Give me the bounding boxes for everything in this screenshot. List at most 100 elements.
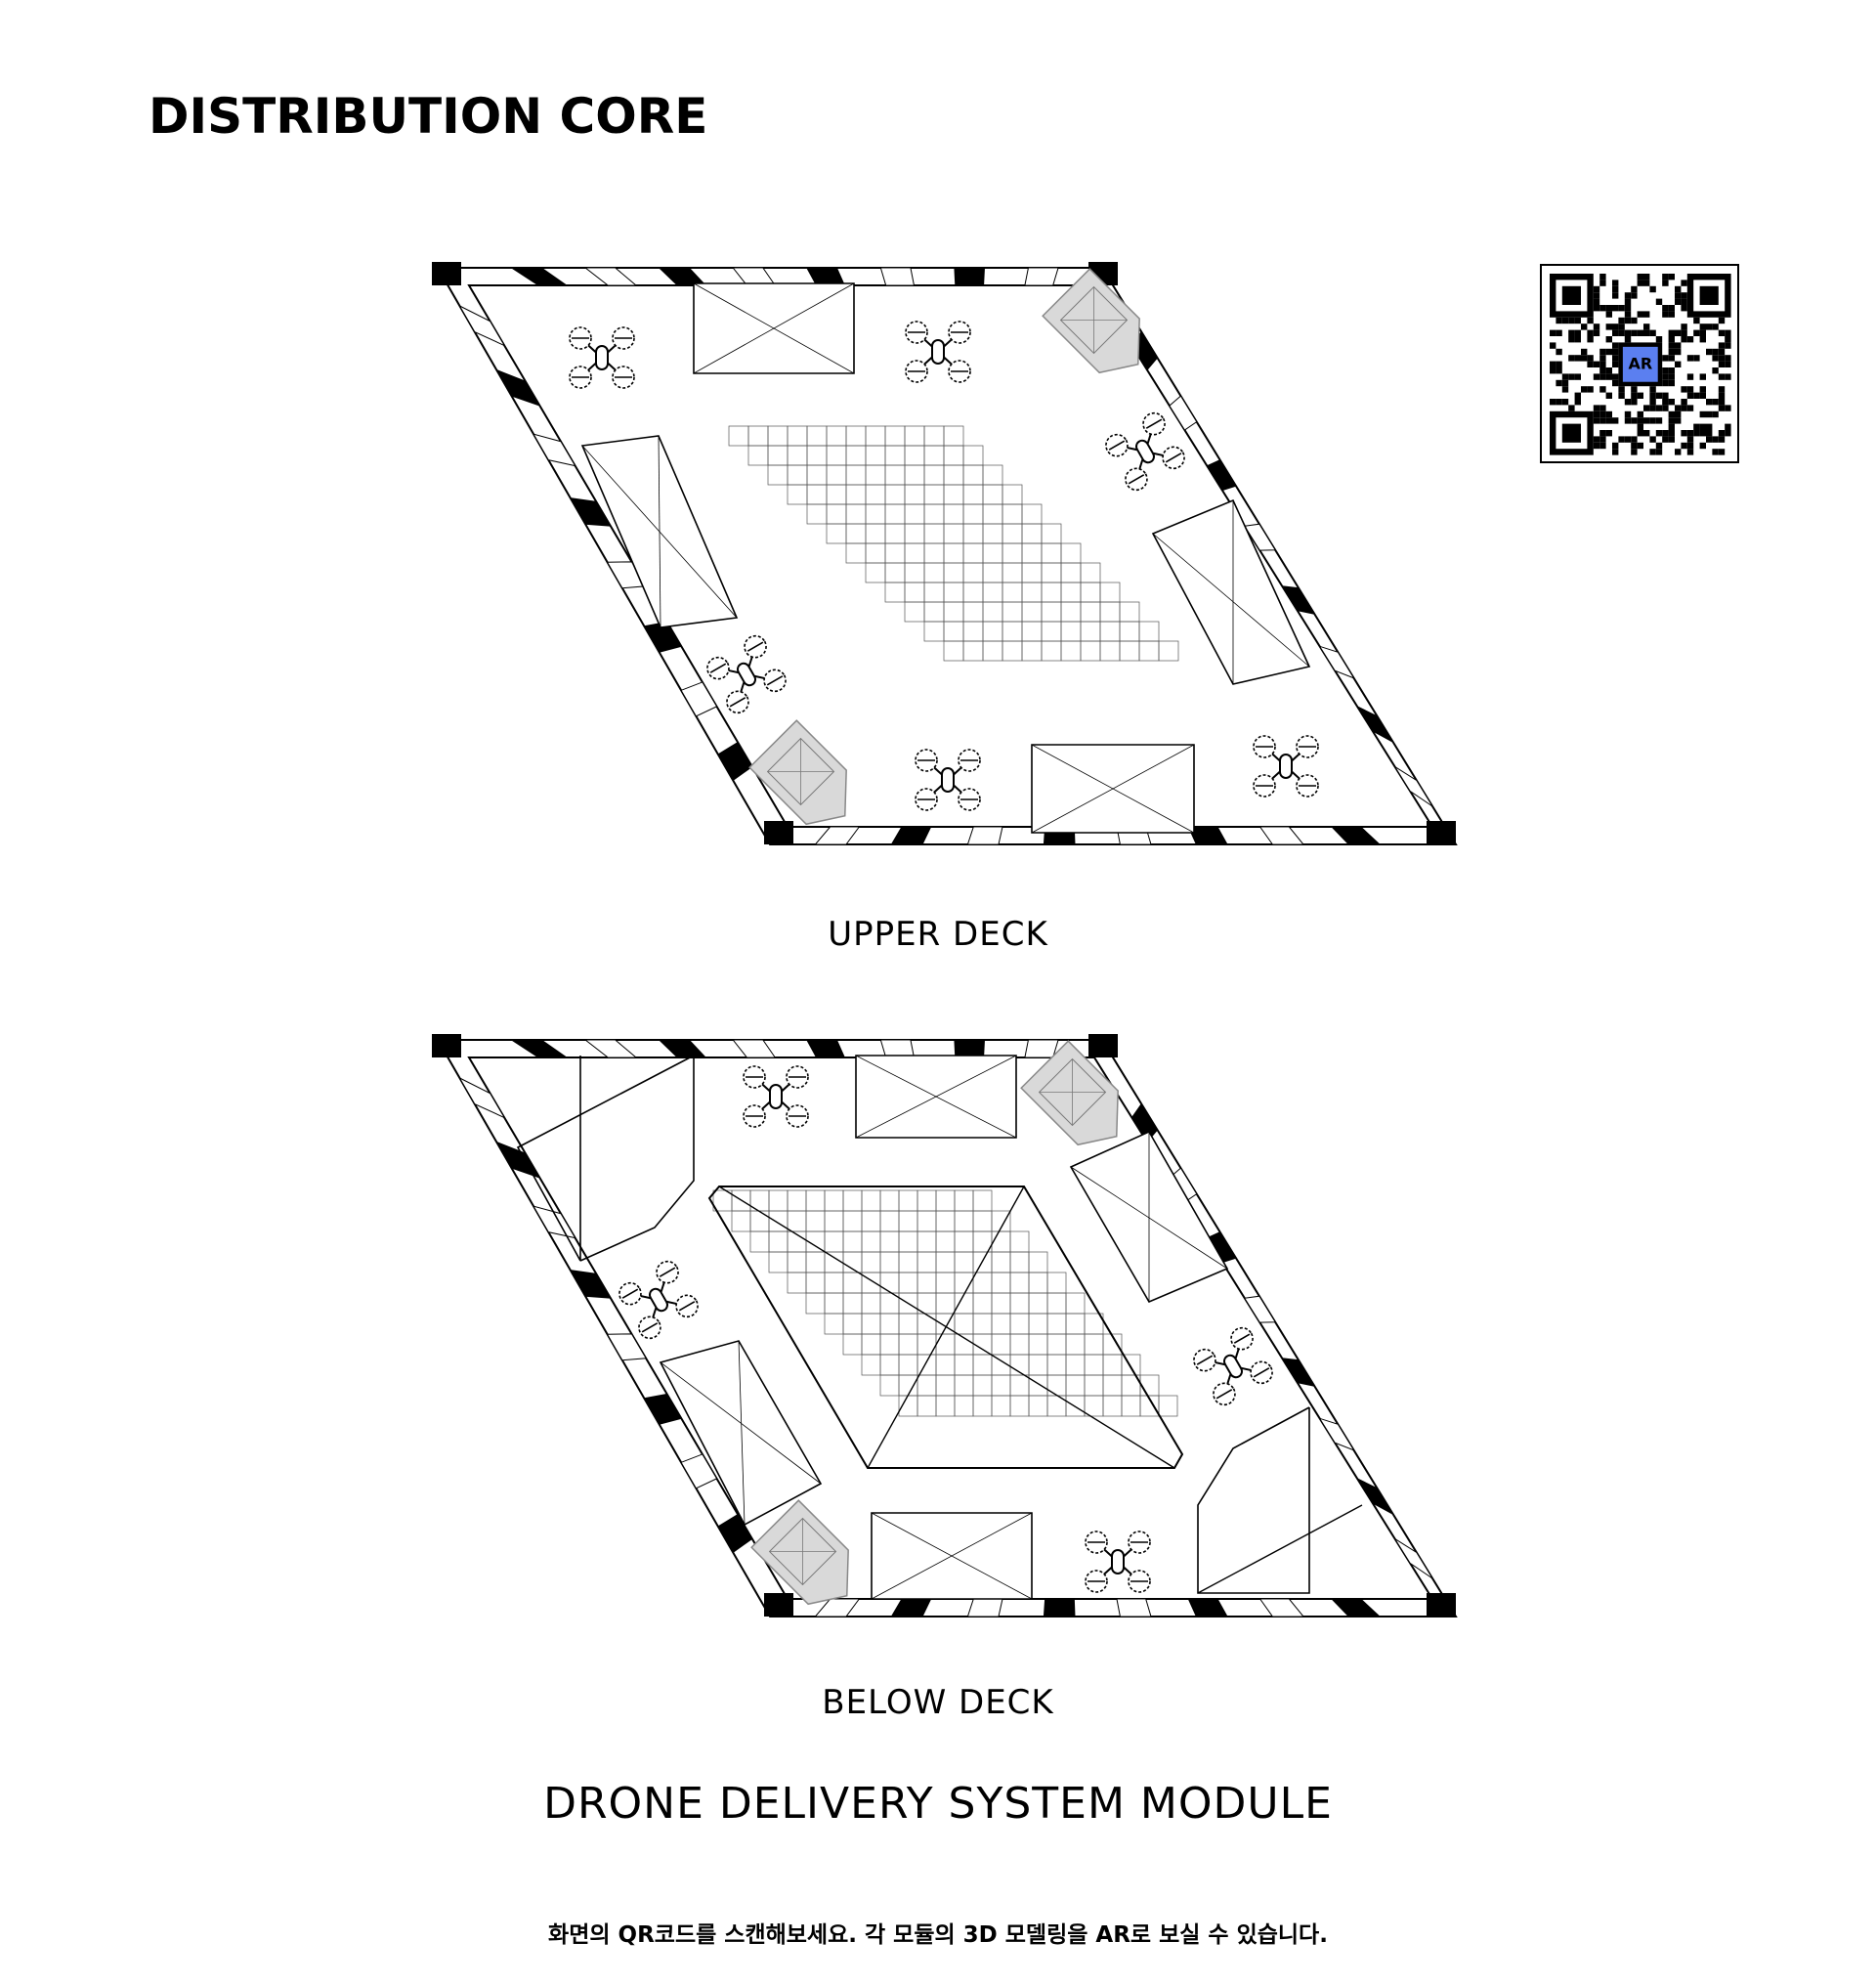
qr-module (1681, 298, 1687, 305)
storage-cell (1002, 523, 1023, 544)
storage-cell (842, 1230, 863, 1253)
qr-module (1649, 399, 1656, 406)
storage-cell (1102, 1374, 1123, 1397)
qr-module (1612, 329, 1619, 336)
drone-blade (729, 697, 746, 708)
storage-cell (884, 503, 906, 525)
qr-module (1649, 392, 1656, 399)
storage-cell (982, 464, 1003, 486)
qr-module (1681, 442, 1687, 450)
storage-cell (845, 445, 867, 466)
qr-module (1686, 373, 1694, 380)
storage-cell (806, 445, 828, 466)
drone-blade (1233, 1333, 1251, 1344)
storage-cell (1046, 1272, 1067, 1294)
page-title: DISTRIBUTION CORE (149, 88, 708, 145)
qr-module (1675, 410, 1682, 418)
drone-blade (1128, 474, 1145, 485)
storage-cell (806, 503, 828, 525)
storage-cell (787, 464, 808, 486)
qr-module (1605, 410, 1612, 418)
storage-cell (879, 1189, 900, 1212)
storage-cell (1028, 1313, 1048, 1335)
storage-cell (1021, 523, 1043, 544)
qr-module (1605, 392, 1612, 399)
qr-module (1668, 274, 1675, 280)
storage-cell (805, 1272, 826, 1294)
qr-module (1574, 399, 1581, 406)
storage-cell (962, 464, 984, 486)
qr-module (1649, 436, 1656, 443)
qr-module (1699, 423, 1706, 430)
storage-cell (1065, 1354, 1086, 1376)
storage-cell (904, 523, 925, 544)
storage-cell (1041, 523, 1062, 544)
qr-module (1605, 311, 1612, 318)
qr-module (1637, 311, 1643, 318)
storage-cell (1028, 1333, 1048, 1356)
corner-column (432, 262, 461, 285)
qr-module (1587, 386, 1594, 393)
qr-module (1593, 410, 1600, 418)
qr-module (1643, 311, 1650, 318)
storage-cell (1009, 1313, 1030, 1335)
wall-column (509, 1039, 569, 1058)
storage-cell (904, 484, 925, 505)
qr-module (1725, 355, 1731, 362)
qr-module (1681, 405, 1687, 411)
storage-cell (879, 1374, 900, 1397)
qr-module (1612, 373, 1619, 380)
qr-module (1637, 423, 1643, 430)
drone-blade (1253, 1367, 1270, 1378)
storage-grid-upper (728, 425, 1179, 662)
storage-cell (1060, 542, 1082, 564)
storage-cell (1158, 640, 1179, 662)
wall-column (1355, 705, 1395, 744)
storage-cell (861, 1210, 881, 1232)
ar-qr-code[interactable]: AR (1540, 264, 1739, 463)
qr-module (1561, 317, 1569, 324)
wall-column (1206, 459, 1237, 492)
wall-column (643, 1393, 683, 1425)
window-panel (1318, 1417, 1355, 1451)
qr-module (1574, 373, 1581, 380)
storage-cell (884, 542, 906, 564)
qr-module (1587, 355, 1594, 362)
storage-cell (1065, 1313, 1086, 1335)
wall-column (495, 368, 541, 408)
drone-blade (1196, 1355, 1214, 1365)
storage-cell (1028, 1251, 1048, 1273)
qr-module (1718, 386, 1726, 393)
storage-cell (982, 523, 1003, 544)
qr-module (1624, 292, 1632, 299)
drone-icon (743, 1065, 809, 1128)
qr-module (1699, 323, 1706, 330)
qr-module (1643, 329, 1650, 336)
storage-cell (1009, 1272, 1030, 1294)
storage-cell (1138, 640, 1160, 662)
storage-cell (923, 445, 945, 466)
elevator-car (1038, 1057, 1107, 1127)
qr-module (1699, 336, 1706, 343)
qr-module (1662, 430, 1669, 437)
storage-cell (865, 464, 886, 486)
qr-module (1725, 423, 1731, 430)
qr-module (1649, 417, 1656, 424)
qr-module (1587, 329, 1594, 336)
storage-cell (954, 1230, 974, 1253)
qr-module (1655, 417, 1663, 424)
qr-module (1693, 392, 1700, 399)
qr-module (1725, 373, 1731, 380)
storage-cell (865, 484, 886, 505)
storage-cell (1041, 562, 1062, 583)
qr-module (1556, 348, 1562, 356)
drone-blade (1145, 418, 1163, 429)
storage-cell (1009, 1251, 1030, 1273)
qr-module (1655, 298, 1663, 305)
corner-column (1427, 1593, 1456, 1617)
qr-module (1599, 355, 1606, 362)
storage-cell (954, 1374, 974, 1397)
qr-module (1593, 405, 1600, 411)
qr-module (1643, 405, 1650, 411)
qr-module (1550, 367, 1556, 374)
